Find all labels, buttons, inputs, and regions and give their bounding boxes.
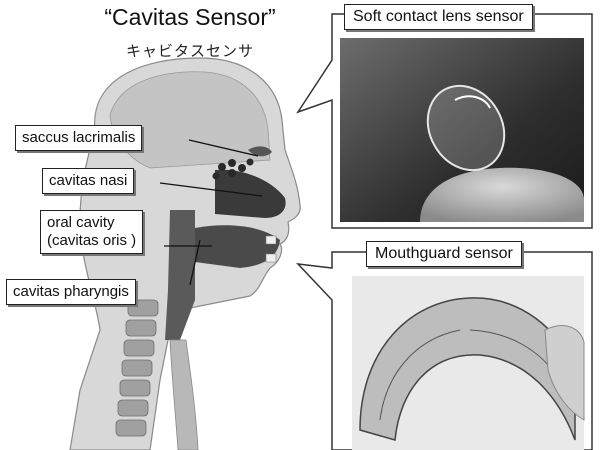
leader-lines [159, 139, 263, 286]
label-oral-cavity-line1: oral cavity [47, 214, 115, 231]
head-illustration [69, 57, 301, 450]
label-cavitas-pharyngis: cavitas pharyngis [6, 279, 136, 305]
mouthguard-photo [352, 276, 585, 450]
page-title: “Cavitas Sensor” [104, 4, 276, 30]
lens-sensor-title: Soft contact lens sensor [344, 4, 533, 30]
label-oral-cavity: oral cavity (cavitas oris ) [40, 210, 144, 254]
mouthguard-sensor-title: Mouthguard sensor [366, 241, 522, 267]
label-cavitas-nasi: cavitas nasi [42, 168, 135, 194]
label-saccus-lacrimalis: saccus lacrimalis [15, 125, 143, 151]
label-oral-cavity-line2: (cavitas oris ) [47, 232, 137, 249]
page-subtitle: キャビタスセンサ [125, 42, 254, 60]
lens-photo [340, 38, 584, 222]
